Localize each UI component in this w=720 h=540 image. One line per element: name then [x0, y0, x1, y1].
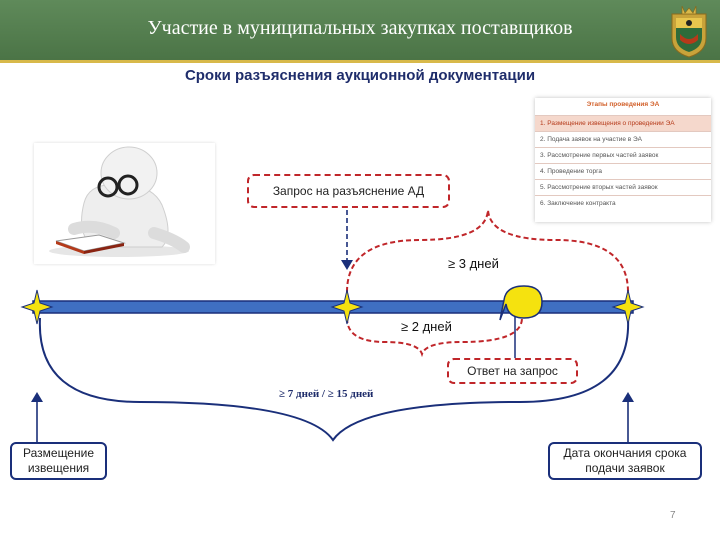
stage-item: 5. Рассмотрение вторых частей заявок — [535, 179, 711, 195]
star-marker-request — [330, 289, 364, 325]
period-label: ≥ 7 дней / ≥ 15 дней — [279, 388, 374, 400]
coat-of-arms-icon — [671, 5, 707, 58]
reading-person-illustration — [34, 143, 215, 264]
brace-three-days — [346, 209, 629, 293]
deadline-label: Дата окончания срока подачи заявок — [563, 446, 687, 475]
slide-subtitle: Сроки разъяснения аукционной документаци… — [184, 67, 536, 84]
two-days-label: ≥ 2 дней — [401, 319, 452, 334]
answer-label: Ответ на запрос — [467, 364, 558, 378]
request-label: Запрос на разъяснение АД — [272, 184, 425, 198]
brace-total-period — [38, 317, 630, 442]
deadline-box: Дата окончания срока подачи заявок — [548, 442, 702, 480]
stages-panel: Этапы проведения ЭА 1. Размещение извеще… — [535, 98, 711, 222]
request-box: Запрос на разъяснение АД — [247, 174, 450, 208]
stage-item: 3. Рассмотрение первых частей заявок — [535, 147, 711, 163]
stage-item: 2. Подача заявок на участие в ЭА — [535, 131, 711, 147]
placement-box: Размещение извещения — [10, 442, 107, 480]
header-bar: Участие в муниципальных закупках поставщ… — [0, 0, 720, 63]
placement-label: Размещение извещения — [23, 446, 94, 475]
star-marker-end — [611, 289, 645, 325]
brace-two-days — [346, 317, 523, 358]
page-title: Участие в муниципальных закупках поставщ… — [147, 17, 573, 39]
star-marker-start — [20, 289, 54, 325]
stage-item: 1. Размещение извещения о проведении ЭА — [535, 115, 711, 131]
reading-person-icon — [49, 146, 190, 257]
answer-marker — [499, 285, 543, 321]
stage-item: 4. Проведение торга — [535, 163, 711, 179]
stage-item: 6. Заключение контракта — [535, 195, 711, 211]
three-days-label: ≥ 3 дней — [448, 256, 499, 271]
page-number: 7 — [670, 510, 676, 521]
stages-title: Этапы проведения ЭА — [586, 101, 660, 108]
answer-box: Ответ на запрос — [447, 358, 578, 384]
